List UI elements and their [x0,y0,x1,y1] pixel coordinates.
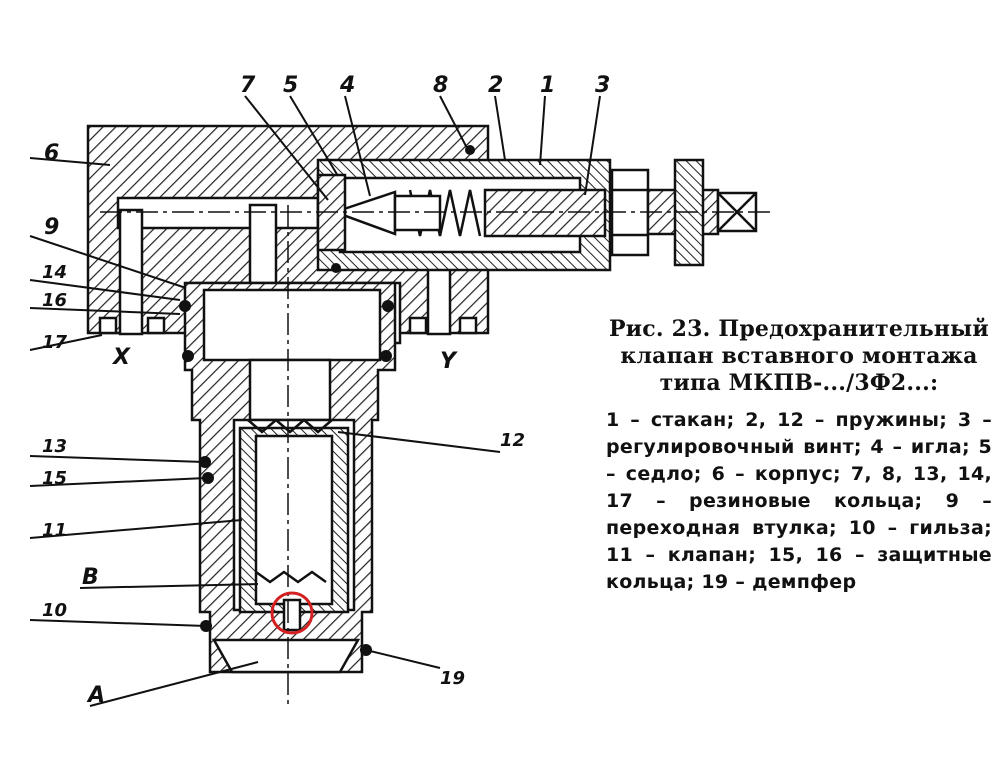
leader-lines [29,95,601,707]
callout-A: A [86,683,105,708]
cartridge-sleeve [183,281,397,674]
callout-14: 14 [42,262,67,283]
callout-12: 12 [500,430,525,451]
figure-caption: Рис. 23. Предохранительный клапан вставн… [606,316,992,596]
callout-B: B [82,565,99,590]
callout-7: 7 [240,73,256,98]
callout-Y: Y [440,349,458,374]
callout-17: 17 [42,332,68,353]
callout-16: 16 [42,290,67,311]
caption-title: Рис. 23. Предохранительный клапан вставн… [609,316,989,396]
callout-10: 10 [42,600,67,621]
callout-4: 4 [339,73,355,98]
callout-1: 1 [540,73,555,98]
callout-11: 11 [42,520,67,541]
callout-13: 13 [42,436,67,457]
callout-labels: 7 5 4 8 2 1 3 6 9 14 16 17 X Y 13 15 11 … [42,73,610,708]
callout-9: 9 [44,215,59,240]
callout-6: 6 [44,141,59,166]
caption-legend: 1 – стакан; 2, 12 – пружины; 3 – регулир… [606,409,992,593]
callout-15: 15 [42,468,67,489]
callout-5: 5 [283,73,298,98]
callout-X: X [111,345,131,370]
damper-highlight-circle [270,591,314,635]
pilot-cup-part-1 [316,158,758,272]
callout-3: 3 [595,73,610,98]
callout-19: 19 [440,668,465,689]
callout-2: 2 [488,73,503,98]
callout-8: 8 [433,73,448,98]
